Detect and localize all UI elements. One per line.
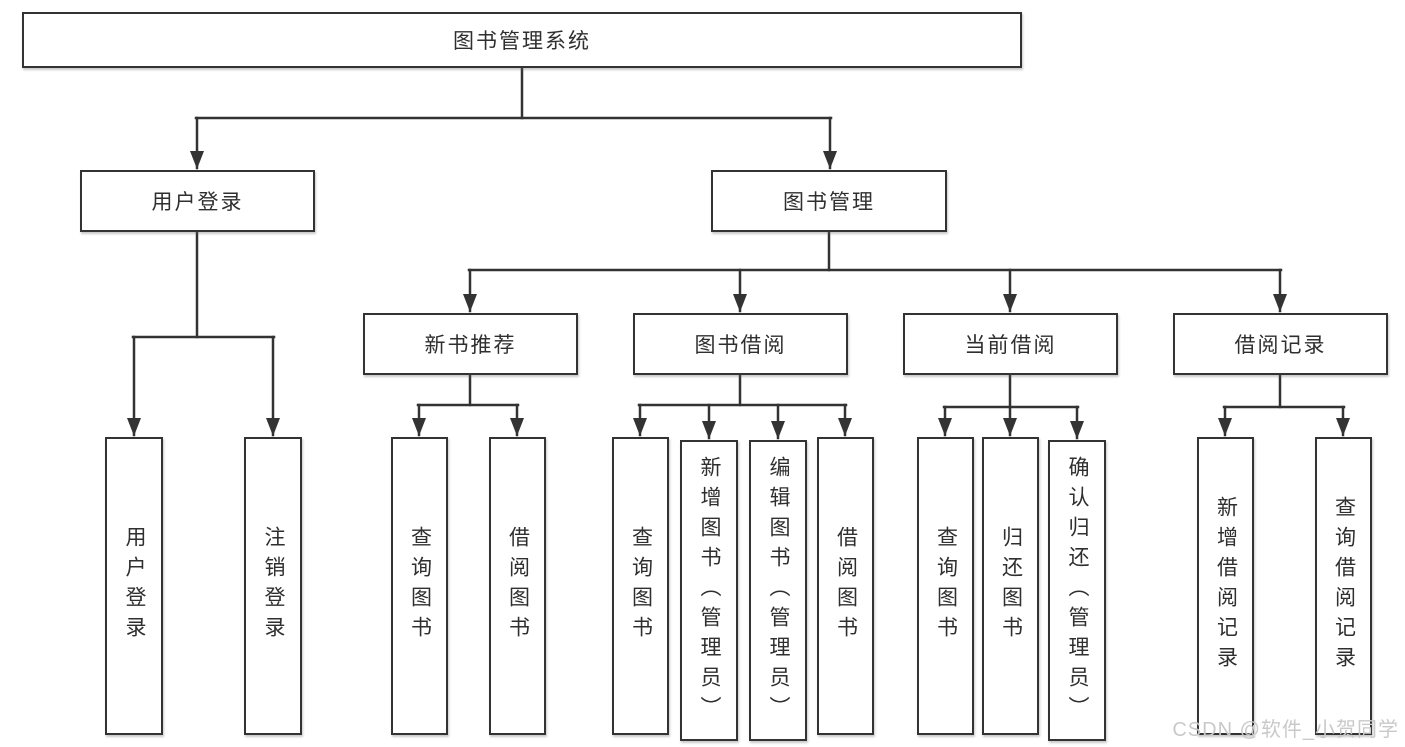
node-current-borrow: 当前借阅 bbox=[903, 313, 1118, 375]
node-label: 图书管理系统 bbox=[453, 30, 591, 53]
leaf-cb-query-books: 查询图书 bbox=[917, 437, 974, 735]
node-label: 查询图书 bbox=[408, 526, 432, 646]
node-label: 图书借阅 bbox=[694, 334, 787, 357]
node-label: 图书管理 bbox=[783, 191, 875, 214]
leaf-br-add-record: 新增借阅记录 bbox=[1197, 437, 1254, 735]
node-user-login: 用户登录 bbox=[80, 170, 315, 232]
node-borrow-records: 借阅记录 bbox=[1173, 313, 1388, 375]
node-label: 编辑图书（管理员） bbox=[767, 455, 790, 726]
leaf-logout: 注销登录 bbox=[244, 437, 302, 735]
node-label: 新书推荐 bbox=[424, 334, 517, 357]
node-label: 查询图书 bbox=[934, 526, 958, 646]
leaf-bb-borrow-books: 借阅图书 bbox=[817, 437, 874, 735]
leaf-nbr-query-books: 查询图书 bbox=[391, 437, 448, 735]
node-label: 注销登录 bbox=[262, 526, 285, 646]
node-label: 确认归还（管理员） bbox=[1066, 455, 1089, 726]
node-label: 借阅记录 bbox=[1234, 334, 1327, 357]
node-label: 新增图书（管理员） bbox=[698, 455, 721, 726]
node-label: 借阅图书 bbox=[506, 526, 530, 646]
node-label: 归还图书 bbox=[999, 526, 1023, 646]
node-label: 当前借阅 bbox=[964, 334, 1057, 357]
node-label: 查询图书 bbox=[629, 526, 653, 646]
leaf-user-login: 用户登录 bbox=[105, 437, 163, 735]
node-label: 用户登录 bbox=[123, 526, 146, 646]
leaf-bb-edit-books-admin: 编辑图书（管理员） bbox=[749, 440, 807, 741]
leaf-cb-confirm-return-admin: 确认归还（管理员） bbox=[1048, 440, 1106, 741]
node-label: 用户登录 bbox=[151, 191, 244, 214]
node-book-borrow: 图书借阅 bbox=[633, 313, 848, 375]
node-book-management-system: 图书管理系统 bbox=[22, 12, 1022, 68]
node-book-management: 图书管理 bbox=[711, 170, 947, 232]
csdn-watermark: CSDN @软件_小贺同学 bbox=[1172, 719, 1399, 741]
node-new-book-recommend: 新书推荐 bbox=[363, 313, 578, 375]
leaf-bb-query-books: 查询图书 bbox=[612, 437, 669, 735]
node-label: 借阅图书 bbox=[834, 526, 858, 646]
node-label: 查询借阅记录 bbox=[1332, 496, 1356, 676]
leaf-br-query-record: 查询借阅记录 bbox=[1315, 437, 1372, 735]
leaf-nbr-borrow-books: 借阅图书 bbox=[489, 437, 546, 735]
node-label: 新增借阅记录 bbox=[1214, 496, 1238, 676]
leaf-cb-return-books: 归还图书 bbox=[982, 437, 1039, 735]
leaf-bb-add-books-admin: 新增图书（管理员） bbox=[680, 440, 738, 741]
